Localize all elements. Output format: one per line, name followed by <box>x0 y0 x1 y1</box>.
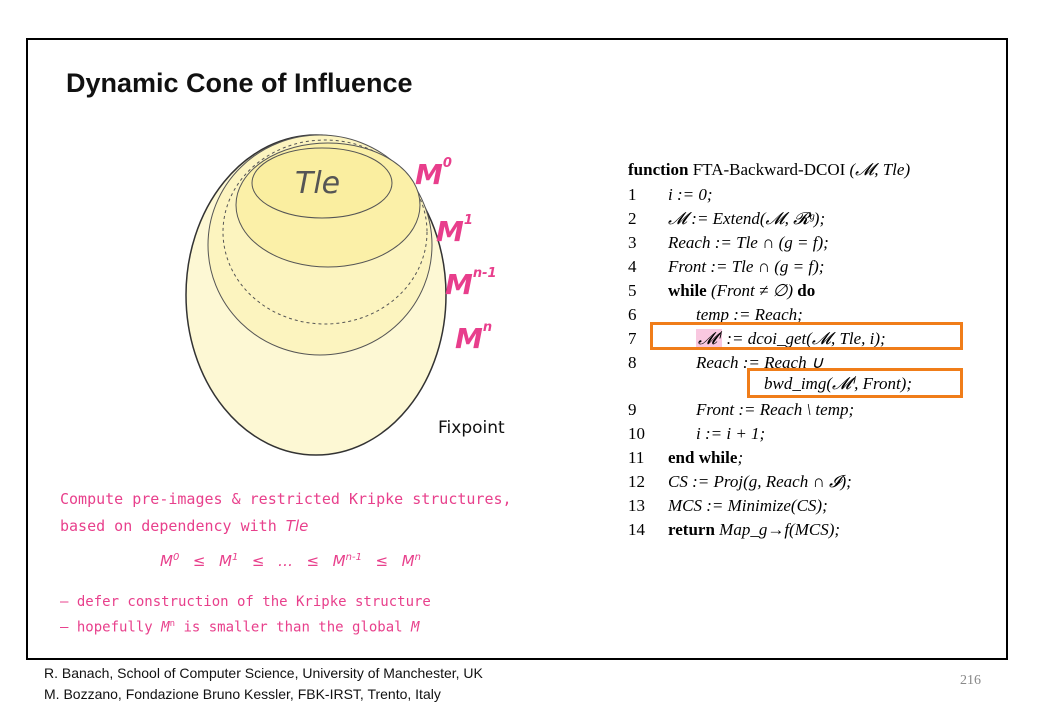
mn1-label: Mn-1 <box>445 266 497 301</box>
m0-label: M0 <box>415 156 452 191</box>
page-number: 216 <box>960 673 981 688</box>
description-line2: based on dependency with Tle <box>60 517 309 535</box>
footer-line2: M. Bozzano, Fondazione Bruno Kessler, FB… <box>44 686 441 702</box>
dcoi-get-highlight-box <box>650 322 963 350</box>
mn1-ellipse <box>222 139 428 325</box>
tle-label: Tle <box>295 166 341 201</box>
bullet-hopefully: – hopefully Mn is smaller than the globa… <box>60 619 420 636</box>
m0-ellipse <box>251 147 393 219</box>
slide-title: Dynamic Cone of Influence <box>66 68 413 98</box>
mn-label: Mn <box>455 320 493 355</box>
bwd-img-highlight-box <box>747 368 963 398</box>
fixpoint-label: Fixpoint <box>438 418 505 438</box>
description-line1: Compute pre-images & restricted Kripke s… <box>60 490 512 508</box>
model-sequence: M0 ≤ M1 ≤ … ≤ Mn-1 ≤ Mn <box>160 552 421 570</box>
m1-label: M1 <box>436 213 473 248</box>
footer-line1: R. Banach, School of Computer Science, U… <box>44 665 483 681</box>
cone-diagram <box>185 134 447 456</box>
algorithm-header: function FTA-Backward-DCOI (𝓜, Tle) <box>628 160 911 179</box>
mi-highlight: 𝓜ⁱ <box>696 329 723 348</box>
bullet-defer: – defer construction of the Kripke struc… <box>60 594 431 610</box>
